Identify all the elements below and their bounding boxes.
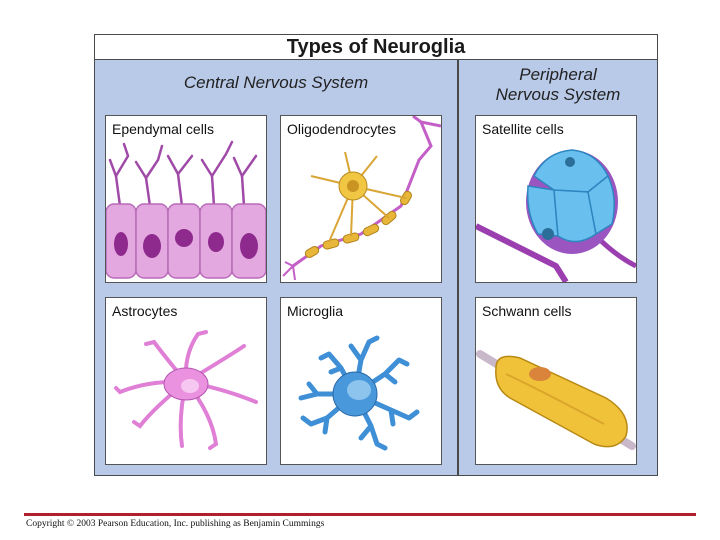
pns-title-line-1: Peripheral [519,65,597,84]
ependymal-cells-illustration-icon [106,140,266,279]
panel-ependymal-cells: Ependymal cells [105,115,267,283]
panel-label: Oligodendrocytes [287,121,396,137]
panel-astrocytes: Astrocytes [105,297,267,465]
panel-label: Schwann cells [482,303,572,319]
cns-section-title: Central Nervous System [183,73,369,92]
panel-label: Ependymal cells [112,121,214,137]
copyright-text: Copyright © 2003 Pearson Education, Inc.… [26,519,325,529]
panel-oligodendrocytes: Oligodendrocytes [280,115,442,283]
panel-schwann-cells: Schwann cells [475,297,637,465]
microglia-illustration-icon [298,335,420,451]
panel-label: Astrocytes [112,303,178,319]
footer-rule [24,513,696,516]
section-divider [457,59,459,475]
oligodendrocyte-illustration-icon [282,116,441,281]
schwann-cell-illustration-icon [476,350,636,450]
figure-title: Types of Neuroglia [95,35,657,60]
panel-microglia: Microglia [280,297,442,465]
astrocyte-illustration-icon [114,330,258,450]
satellite-cells-illustration-icon [476,149,636,282]
pns-title-line-2: Nervous System [495,85,621,104]
panel-label: Satellite cells [482,121,564,137]
neuroglia-figure: Types of Neuroglia Central Nervous Syste… [94,34,658,476]
panel-label: Microglia [287,303,344,319]
pns-section-title: Peripheral Nervous System [459,65,657,105]
panel-satellite-cells: Satellite cells [475,115,637,283]
